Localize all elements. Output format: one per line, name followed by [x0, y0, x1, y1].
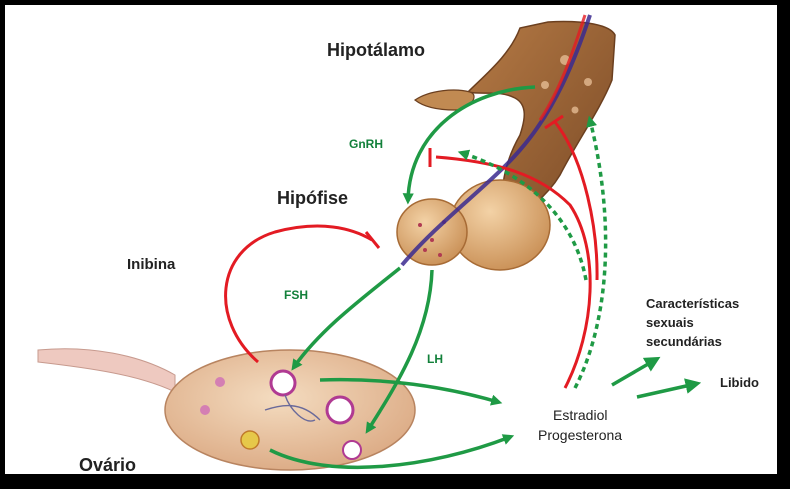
ovary	[165, 350, 415, 470]
lh-label: LH	[427, 352, 443, 366]
caracteristicas-arrow	[612, 360, 655, 385]
gnrh-label: GnRH	[349, 137, 383, 151]
libido-label: Libido	[720, 375, 759, 391]
caracteristicas-line2: sexuais	[646, 315, 694, 331]
ovario-label: Ovário	[79, 455, 136, 476]
fallopian-tube	[38, 349, 175, 392]
estradiol-label: Estradiol	[553, 406, 607, 425]
inibina-label: Inibina	[127, 256, 175, 273]
fsh-label: FSH	[284, 288, 308, 302]
libido-arrow	[637, 384, 695, 397]
caracteristicas-line3: secundárias	[646, 334, 722, 350]
caracteristicas-line1: Características	[646, 296, 739, 312]
progesterona-label: Progesterona	[538, 426, 622, 445]
hipofise-label: Hipófise	[277, 188, 348, 209]
hipotalamo-label: Hipotálamo	[327, 40, 425, 61]
